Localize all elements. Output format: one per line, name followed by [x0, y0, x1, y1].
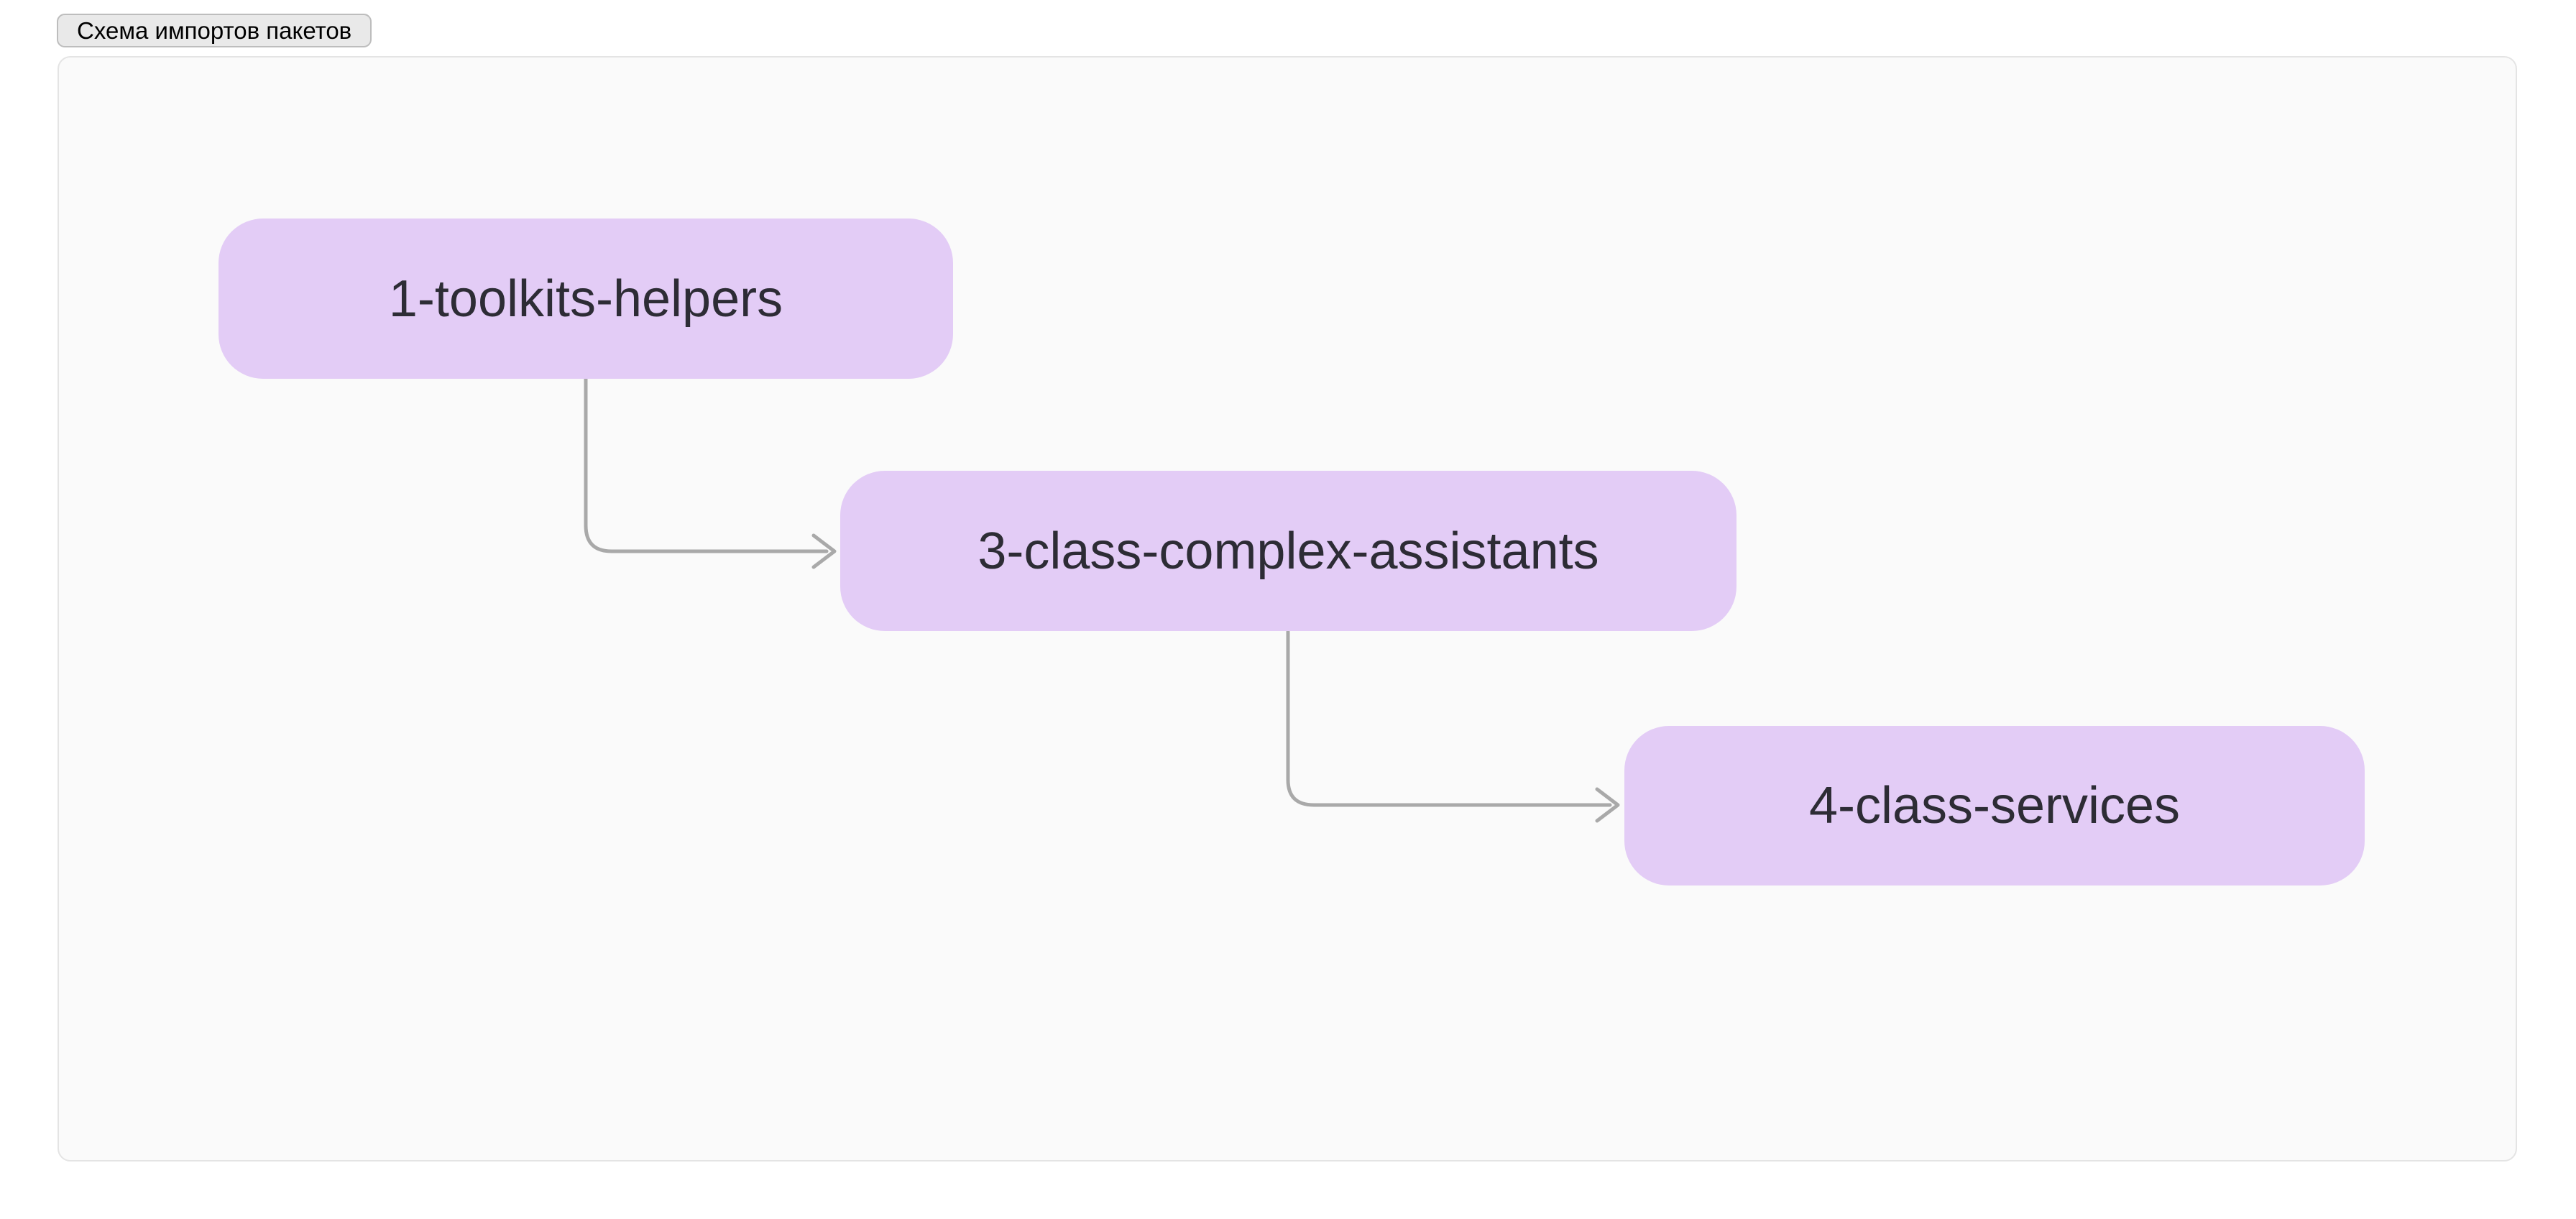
node-1-toolkits-helpers: 1-toolkits-helpers — [218, 218, 953, 379]
diagram-toggle-button[interactable]: Схема импортов пакетов — [57, 14, 372, 47]
node-label: 3-class-complex-assistants — [978, 522, 1599, 580]
node-4-class-services: 4-class-services — [1624, 726, 2365, 886]
node-label: 4-class-services — [1808, 777, 2181, 834]
node-3-class-complex-assistants: 3-class-complex-assistants — [840, 471, 1736, 631]
node-label: 1-toolkits-helpers — [388, 270, 783, 328]
